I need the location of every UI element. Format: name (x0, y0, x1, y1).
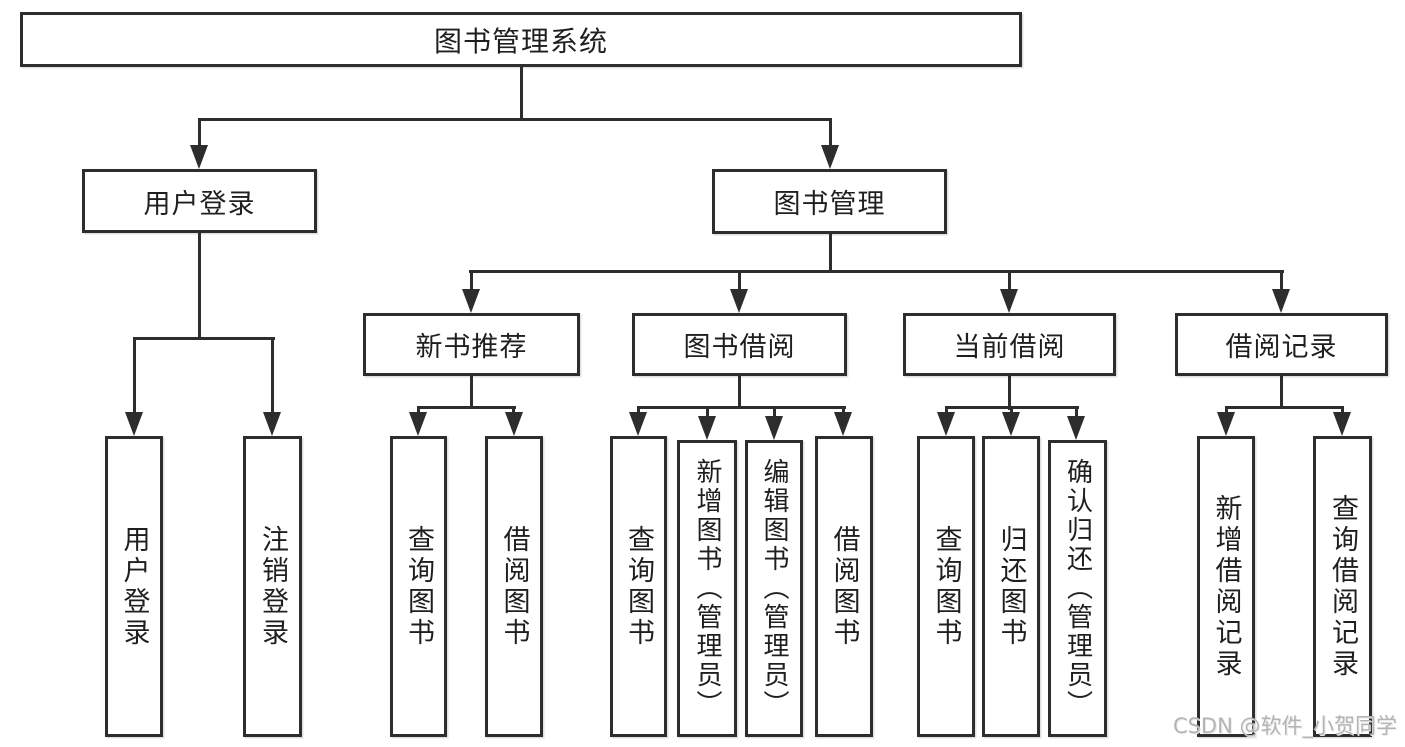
arrowhead-down-icon (821, 145, 839, 169)
connector-line (1341, 406, 1344, 415)
arrowhead-down-icon (1067, 416, 1085, 440)
leaf-label: 借阅图书 (498, 524, 530, 649)
node-user-login: 用户登录 (82, 169, 317, 233)
leaf-query-books-borrowing: 查询图书 (610, 436, 667, 737)
leaf-borrow-books-recommend: 借阅图书 (485, 436, 543, 737)
arrowhead-down-icon (629, 412, 647, 436)
connector-line (198, 233, 201, 339)
connector-line (1280, 270, 1283, 292)
leaf-label: 编辑图书（管理员） (759, 458, 789, 719)
node-label: 借阅记录 (1225, 332, 1338, 363)
node-library-management-system: 图书管理系统 (20, 12, 1022, 67)
leaf-add-borrow-record: 新增借阅记录 (1197, 436, 1255, 737)
leaf-borrow-books-borrowing: 借阅图书 (815, 436, 873, 737)
arrowhead-down-icon (263, 412, 281, 436)
node-current-borrowing: 当前借阅 (903, 313, 1116, 376)
arrowhead-down-icon (834, 412, 852, 436)
leaf-label: 注销登录 (257, 524, 288, 649)
arrowhead-down-icon (505, 412, 523, 436)
connector-line (133, 337, 136, 415)
node-label: 图书借阅 (683, 332, 796, 363)
arrowhead-down-icon (409, 412, 427, 436)
leaf-user-login: 用户登录 (105, 436, 163, 737)
connector-line (829, 118, 832, 148)
leaf-query-borrow-record: 查询借阅记录 (1313, 436, 1372, 737)
connector-line (637, 406, 846, 409)
arrowhead-down-icon (462, 289, 480, 313)
node-new-book-recommend: 新书推荐 (363, 313, 580, 376)
connector-line (1008, 376, 1011, 410)
arrowhead-down-icon (698, 416, 716, 440)
connector-line (1008, 270, 1011, 292)
node-label: 图书管理 (773, 189, 886, 220)
connector-line (773, 406, 776, 419)
connector-line (470, 376, 473, 409)
arrowhead-down-icon (125, 412, 143, 436)
node-label: 图书管理系统 (433, 24, 608, 58)
arrowhead-down-icon (1333, 412, 1351, 436)
connector-line (842, 406, 845, 415)
connector-line (637, 406, 640, 415)
leaf-query-books-recommend: 查询图书 (390, 436, 447, 737)
node-label: 用户登录 (143, 188, 256, 220)
connector-line (1010, 406, 1013, 415)
arrowhead-down-icon (765, 416, 783, 440)
connector-line (198, 118, 832, 121)
leaf-label: 查询图书 (930, 524, 962, 649)
connector-line (738, 270, 741, 292)
connector-line (706, 406, 709, 419)
connector-line (1225, 406, 1228, 415)
node-book-management: 图书管理 (712, 169, 947, 234)
connector-line (1225, 406, 1344, 409)
leaf-label: 查询图书 (623, 524, 654, 649)
connector-line (945, 406, 948, 415)
leaf-label: 新增借阅记录 (1210, 493, 1242, 680)
leaf-label: 借阅图书 (828, 524, 860, 649)
connector-line (271, 337, 274, 415)
leaf-label: 归还图书 (995, 524, 1027, 649)
connector-line (1280, 376, 1283, 409)
arrowhead-down-icon (1000, 289, 1018, 313)
leaf-return-books: 归还图书 (982, 436, 1040, 737)
connector-line (133, 337, 275, 340)
arrowhead-down-icon (730, 289, 748, 313)
node-borrowing-records: 借阅记录 (1175, 313, 1388, 376)
leaf-label: 查询图书 (403, 524, 434, 649)
leaf-edit-book-admin: 编辑图书（管理员） (745, 440, 803, 737)
connector-line (198, 118, 201, 148)
connector-line (417, 406, 420, 415)
connector-line (469, 270, 1284, 273)
arrowhead-down-icon (1002, 412, 1020, 436)
node-book-borrowing: 图书借阅 (632, 313, 847, 376)
arrowhead-down-icon (937, 412, 955, 436)
arrowhead-down-icon (1272, 289, 1290, 313)
leaf-add-book-admin: 新增图书（管理员） (677, 440, 737, 737)
leaf-label: 用户登录 (118, 524, 150, 649)
leaf-label: 查询借阅记录 (1327, 493, 1358, 680)
connector-line (512, 406, 515, 415)
node-label: 当前借阅 (953, 332, 1066, 363)
leaf-confirm-return-admin: 确认归还（管理员） (1048, 440, 1107, 737)
leaf-logout: 注销登录 (243, 436, 302, 737)
connector-line (738, 376, 741, 409)
leaf-label: 新增图书（管理员） (692, 458, 722, 719)
arrowhead-down-icon (1217, 412, 1235, 436)
connector-line (1075, 406, 1078, 419)
leaf-label: 确认归还（管理员） (1062, 458, 1093, 719)
arrowhead-down-icon (190, 145, 208, 169)
csdn-watermark: CSDN @软件_小贺同学 (1172, 714, 1397, 738)
connector-line (829, 234, 832, 273)
connector-line (470, 270, 473, 292)
leaf-query-books-current: 查询图书 (917, 436, 975, 737)
node-label: 新书推荐 (415, 332, 528, 363)
connector-line (417, 406, 516, 409)
connector-line (520, 66, 523, 120)
